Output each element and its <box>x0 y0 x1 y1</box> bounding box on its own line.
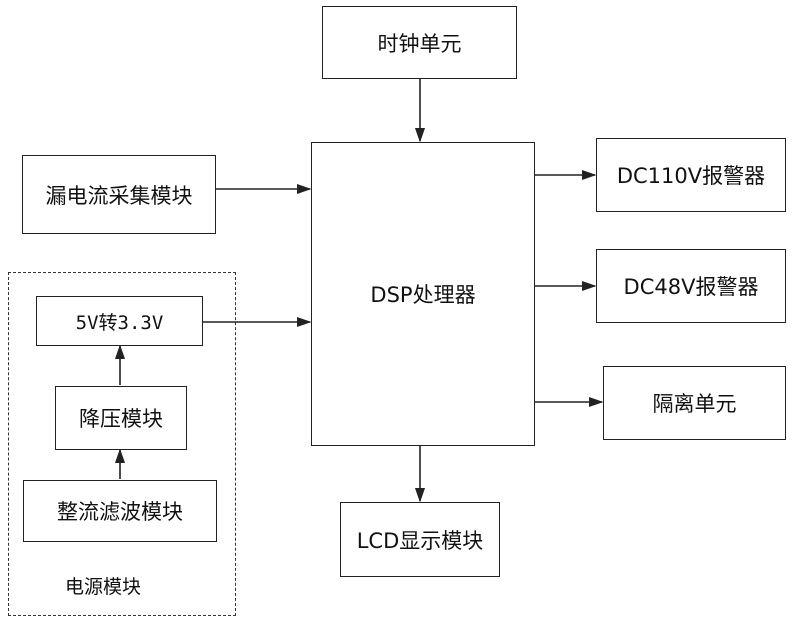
clock-unit-label: 时钟单元 <box>377 31 462 56</box>
buck-module-box: 降压模块 <box>55 386 187 450</box>
leakage-current-module-label: 漏电流采集模块 <box>45 183 193 208</box>
power-module-group <box>8 272 236 616</box>
buck-module-label: 降压模块 <box>79 407 163 431</box>
power-module-caption: 电源模块 <box>65 576 142 598</box>
rectifier-filter-module-box: 整流滤波模块 <box>23 480 217 542</box>
dc48v-alarm-box: DC48V报警器 <box>596 249 786 323</box>
clock-unit-box: 时钟单元 <box>322 6 517 79</box>
leakage-current-module-box: 漏电流采集模块 <box>22 155 216 234</box>
dc110v-alarm-label: DC110V报警器 <box>616 164 766 188</box>
isolation-unit-box: 隔离单元 <box>603 366 786 440</box>
isolation-unit-label: 隔离单元 <box>652 392 737 416</box>
dc110v-alarm-box: DC110V报警器 <box>596 138 786 212</box>
dc48v-alarm-label: DC48V报警器 <box>623 275 759 299</box>
converter-5v-to-3v3-box: 5V转3.3V <box>36 296 203 346</box>
rectifier-filter-module-label: 整流滤波模块 <box>57 500 183 524</box>
lcd-display-module-box: LCD显示模块 <box>340 502 500 577</box>
dsp-processor-label: DSP处理器 <box>370 283 476 307</box>
converter-5v-to-3v3-label: 5V转3.3V <box>75 311 164 334</box>
lcd-display-module-label: LCD显示模块 <box>356 528 484 553</box>
dsp-processor-box: DSP处理器 <box>311 142 535 446</box>
